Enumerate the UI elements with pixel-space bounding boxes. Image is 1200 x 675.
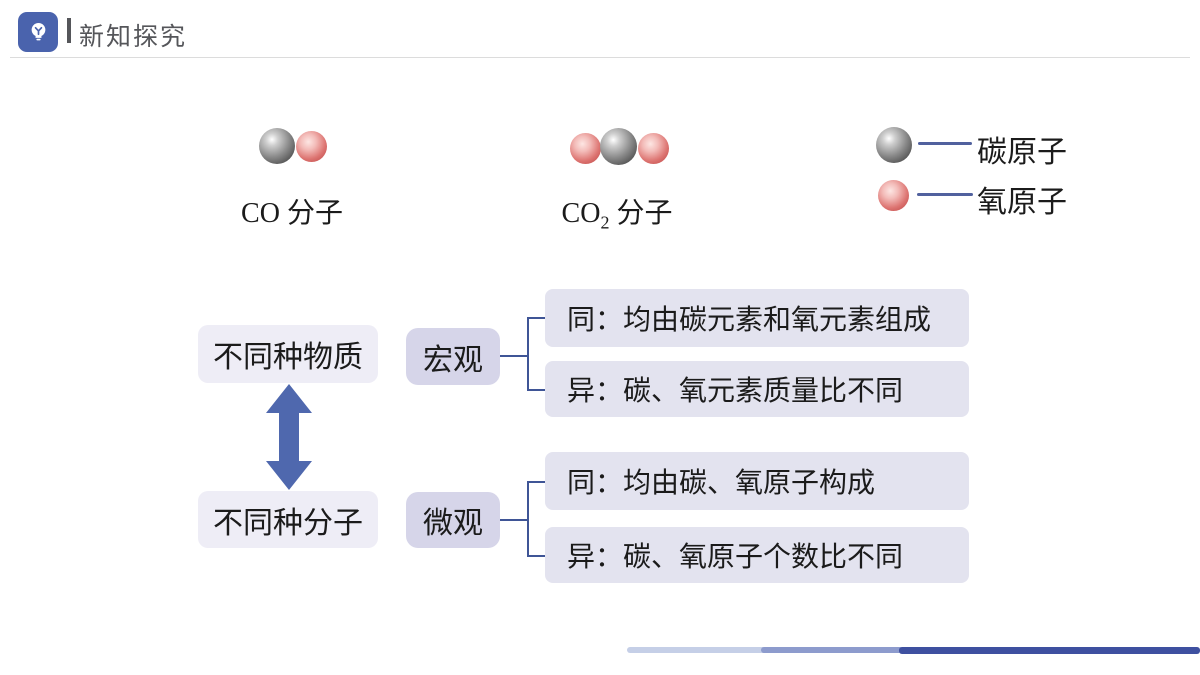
legend-carbon-label: 碳原子 xyxy=(977,136,1067,169)
legend-connector-line xyxy=(917,193,973,196)
co2-suffix: 分子 xyxy=(609,198,673,229)
co-formula: CO xyxy=(241,198,280,229)
micro-same-box: 同：均由碳、氧原子构成 xyxy=(545,452,969,510)
oxygen-atom-sphere xyxy=(296,131,327,162)
decor-bar-dark xyxy=(899,647,1200,654)
co2-subscript: 2 xyxy=(600,212,610,233)
carbon-atom-sphere xyxy=(600,128,637,165)
legend-carbon-sphere xyxy=(876,127,912,163)
co2-formula: CO xyxy=(561,198,601,229)
legend-oxygen-label: 氧原子 xyxy=(977,186,1067,219)
category-micro: 微观 xyxy=(406,492,500,548)
decor-bar-medium xyxy=(761,647,903,653)
oxygen-atom-sphere xyxy=(570,133,601,164)
micro-diff-box: 异：碳、氧原子个数比不同 xyxy=(545,527,969,583)
macro-diff-box: 异：碳、氧元素质量比不同 xyxy=(545,361,969,417)
legend-oxygen-sphere xyxy=(878,180,909,211)
node-different-molecules: 不同种分子 xyxy=(198,491,378,548)
legend-connector-line xyxy=(918,142,972,145)
bracket-connector xyxy=(527,481,545,557)
header-separator-bar xyxy=(67,18,71,43)
co-molecule-label: CO 分子 xyxy=(232,191,352,231)
header-divider-line xyxy=(10,57,1190,58)
macro-same-box: 同：均由碳元素和氧元素组成 xyxy=(545,289,969,347)
co-suffix: 分子 xyxy=(279,198,343,229)
node-different-substances: 不同种物质 xyxy=(198,325,378,383)
decor-bar-light xyxy=(627,647,767,653)
page-title: 新知探究 xyxy=(79,23,188,51)
category-macro: 宏观 xyxy=(406,328,500,385)
co2-molecule-label: CO2 分子 xyxy=(552,191,682,234)
connector-line xyxy=(500,519,527,521)
bracket-connector xyxy=(527,317,545,391)
oxygen-atom-sphere xyxy=(638,133,669,164)
double-arrow-icon xyxy=(266,384,312,490)
carbon-atom-sphere xyxy=(259,128,295,164)
lightbulb-icon xyxy=(18,12,58,52)
connector-line xyxy=(500,355,527,357)
